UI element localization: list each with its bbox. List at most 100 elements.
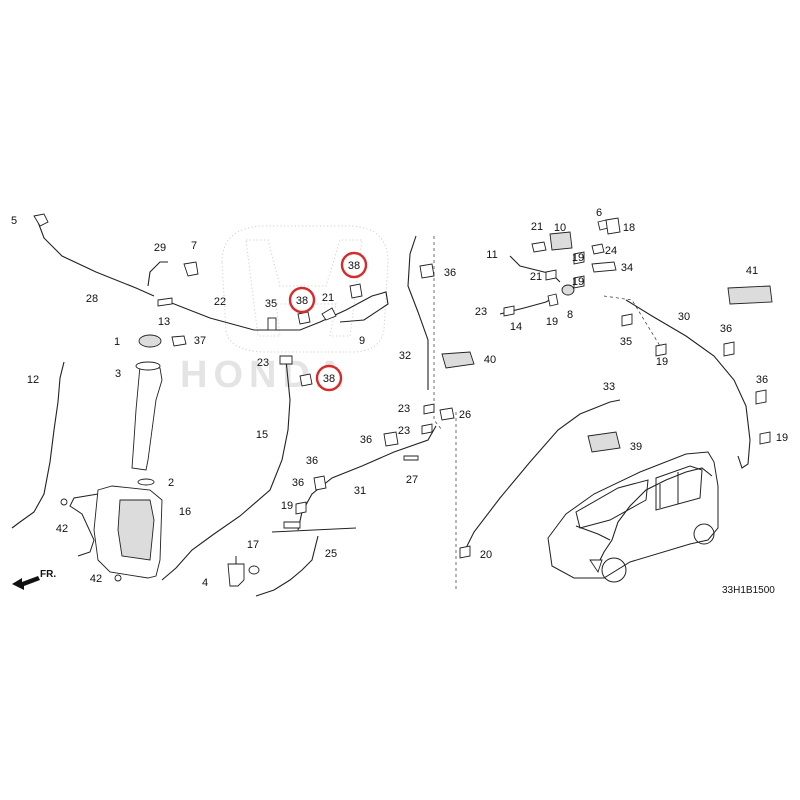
callout-c38a[interactable]: 38 <box>288 286 316 314</box>
hose-20-33 <box>461 399 621 557</box>
callout-c39[interactable]: 39 <box>630 441 642 453</box>
joint-13 <box>157 297 173 307</box>
joint-27 <box>403 455 419 461</box>
callout-c36f[interactable]: 36 <box>756 374 768 386</box>
callout-number: 29 <box>154 242 166 254</box>
callout-c30[interactable]: 30 <box>678 311 690 323</box>
callout-c16[interactable]: 16 <box>179 506 191 518</box>
callout-c36b[interactable]: 36 <box>360 434 372 446</box>
callout-c4[interactable]: 4 <box>202 577 208 589</box>
callout-number: 6 <box>596 207 602 219</box>
callout-number: 15 <box>256 429 268 441</box>
callout-c5[interactable]: 5 <box>11 215 17 227</box>
callout-number: 42 <box>90 573 102 585</box>
callout-number: 32 <box>399 350 411 362</box>
callout-c10[interactable]: 10 <box>554 222 566 234</box>
callout-c33[interactable]: 33 <box>603 381 615 393</box>
callout-c36c[interactable]: 36 <box>306 455 318 467</box>
callout-c17[interactable]: 17 <box>247 539 259 551</box>
callout-c24[interactable]: 24 <box>605 245 617 257</box>
callout-c21a[interactable]: 21 <box>322 292 334 304</box>
callout-c21b[interactable]: 21 <box>531 221 543 233</box>
callout-c19b[interactable]: 19 <box>572 252 584 264</box>
callout-c41[interactable]: 41 <box>746 265 758 277</box>
callout-c2[interactable]: 2 <box>168 477 174 489</box>
callout-c19c[interactable]: 19 <box>572 276 584 288</box>
callout-c19a[interactable]: 19 <box>281 500 293 512</box>
callout-c1[interactable]: 1 <box>114 336 120 348</box>
callout-c23a[interactable]: 23 <box>257 357 269 369</box>
callout-c38b[interactable]: 38 <box>340 251 368 279</box>
callout-c22[interactable]: 22 <box>214 296 226 308</box>
callout-c29[interactable]: 29 <box>154 242 166 254</box>
callout-c8[interactable]: 8 <box>567 309 573 321</box>
callout-c6[interactable]: 6 <box>596 207 602 219</box>
callout-number: 19 <box>572 276 584 288</box>
callout-c36d[interactable]: 36 <box>292 477 304 489</box>
callout-c34[interactable]: 34 <box>621 262 633 274</box>
callout-c35a[interactable]: 35 <box>265 298 277 310</box>
callout-c19e[interactable]: 19 <box>656 356 668 368</box>
callout-c31[interactable]: 31 <box>354 485 366 497</box>
hose-15 <box>161 359 291 581</box>
clip-35b <box>621 313 633 327</box>
callout-c26[interactable]: 26 <box>459 409 471 421</box>
callout-number: 9 <box>359 335 365 347</box>
clip-18 <box>605 217 621 235</box>
callout-number: 41 <box>746 265 758 277</box>
valve-10 <box>549 231 573 251</box>
callout-c23b[interactable]: 23 <box>398 403 410 415</box>
callout-number: 31 <box>354 485 366 497</box>
callout-c38c[interactable]: 38 <box>315 364 343 392</box>
callout-c3[interactable]: 3 <box>115 368 121 380</box>
vehicle-location-marker <box>589 559 603 574</box>
highlight-ring <box>340 251 368 279</box>
callout-c9[interactable]: 9 <box>359 335 365 347</box>
callout-c36e[interactable]: 36 <box>720 323 732 335</box>
callout-number: 18 <box>623 222 635 234</box>
callout-number: 23 <box>475 306 487 318</box>
joint-21a <box>321 307 337 321</box>
pad-41 <box>727 285 773 305</box>
tank-bracket <box>69 493 99 557</box>
callout-c36a[interactable]: 36 <box>444 267 456 279</box>
callout-c42b[interactable]: 42 <box>90 573 102 585</box>
callout-c21c[interactable]: 21 <box>530 271 542 283</box>
callout-c20[interactable]: 20 <box>480 549 492 561</box>
callout-number: 20 <box>480 549 492 561</box>
callout-c19f[interactable]: 19 <box>776 432 788 444</box>
callout-c42a[interactable]: 42 <box>56 523 68 535</box>
callout-c12[interactable]: 12 <box>27 374 39 386</box>
callout-c27[interactable]: 27 <box>406 474 418 486</box>
vehicle-front-wheel <box>601 557 627 583</box>
clip-37 <box>171 335 187 347</box>
callout-number: 23 <box>398 403 410 415</box>
callout-c19d[interactable]: 19 <box>546 316 558 328</box>
callout-c7[interactable]: 7 <box>191 240 197 252</box>
washer-tank-assembly <box>60 334 260 587</box>
callout-c18[interactable]: 18 <box>623 222 635 234</box>
callout-c40[interactable]: 40 <box>484 354 496 366</box>
callout-c13[interactable]: 13 <box>158 316 170 328</box>
diagram-code: 33H1B1500 <box>722 585 775 596</box>
callout-number: 35 <box>620 336 632 348</box>
vehicle-hose-routing <box>595 467 713 569</box>
callout-c35b[interactable]: 35 <box>620 336 632 348</box>
callout-c37[interactable]: 37 <box>194 335 206 347</box>
callout-c23d[interactable]: 23 <box>475 306 487 318</box>
callout-number: 19 <box>656 356 668 368</box>
callout-c23c[interactable]: 23 <box>398 425 410 437</box>
callout-number: 14 <box>510 321 522 333</box>
callout-c11[interactable]: 11 <box>486 249 497 261</box>
callout-c15[interactable]: 15 <box>256 429 268 441</box>
callout-number: 36 <box>720 323 732 335</box>
callout-c14[interactable]: 14 <box>510 321 522 333</box>
callout-number: 19 <box>281 500 293 512</box>
callout-c28[interactable]: 28 <box>86 293 98 305</box>
joint-19c <box>573 275 585 289</box>
callout-c25[interactable]: 25 <box>325 548 337 560</box>
callout-number: 39 <box>630 441 642 453</box>
callout-c32[interactable]: 32 <box>399 350 411 362</box>
hose-29 <box>147 261 168 287</box>
